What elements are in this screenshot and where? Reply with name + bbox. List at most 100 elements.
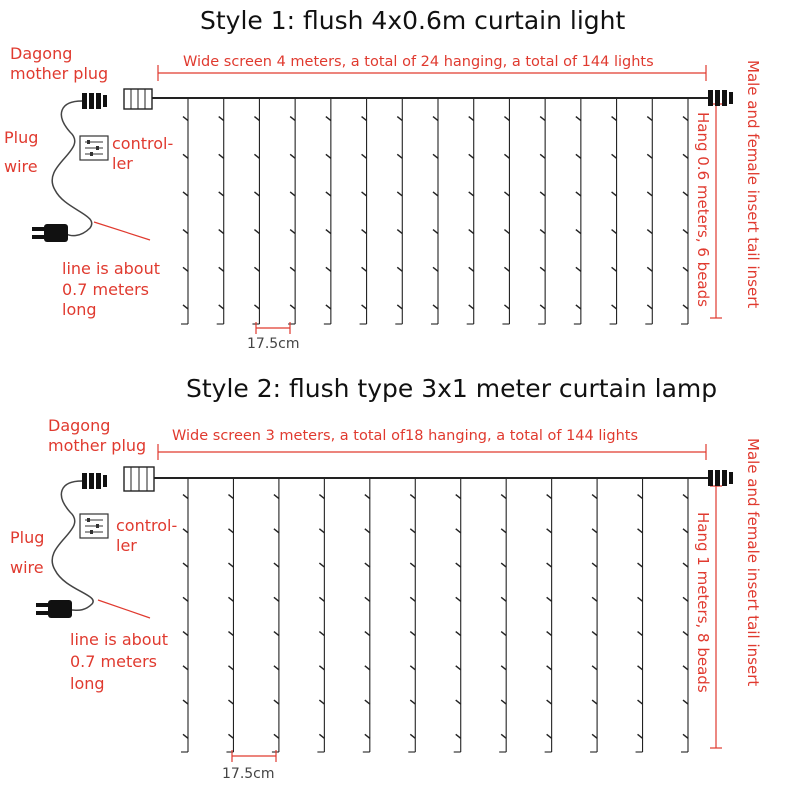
style1-bead (682, 191, 689, 197)
style2-bead (273, 699, 280, 705)
style2-bead (637, 596, 643, 602)
style1-bead (468, 304, 475, 310)
style1-bead (503, 116, 510, 122)
style2-bead (228, 528, 234, 534)
style2-width-label: Wide screen 3 meters, a total of18 hangi… (172, 428, 639, 444)
style1-bead (432, 304, 439, 310)
style2-bead (228, 631, 234, 637)
style1-bead (218, 191, 225, 197)
style1-bead (575, 266, 582, 272)
style1-bead (361, 229, 368, 235)
style1-bead (182, 266, 189, 272)
style2-bead (228, 733, 234, 739)
style1-bead (503, 229, 510, 235)
style2-bead (364, 631, 371, 637)
style1-bead (611, 266, 618, 272)
style2-bead (637, 562, 643, 568)
style2-bead (182, 494, 189, 500)
style1-width-label: Wide screen 4 meters, a total of 24 hang… (183, 54, 654, 70)
style1-bead (396, 191, 403, 197)
style1-bead (218, 266, 225, 272)
style1-bead (539, 191, 546, 197)
style2-bead (273, 528, 280, 534)
style2-line-pointer (97, 599, 151, 619)
style2-bead (682, 631, 689, 637)
style1-bead (361, 304, 368, 310)
style2-diagram (36, 444, 733, 762)
style1-plug-wire-label-1: Plug (4, 128, 39, 147)
style2-bead (682, 562, 689, 568)
style2-bead (546, 733, 553, 739)
style2-bead (546, 699, 553, 705)
style1-title: Style 1: flush 4x0.6m curtain light (200, 6, 626, 35)
style2-bead (182, 699, 189, 705)
style2-plug-wire-label-2: wire (10, 558, 44, 577)
style2-spacing-label: 17.5cm (222, 766, 275, 782)
style1-diagram (32, 65, 733, 334)
style2-bead (409, 665, 416, 671)
style1-bead (253, 153, 260, 159)
style1-tail-plug (708, 90, 733, 106)
style1-bead (289, 266, 296, 272)
style2-strands (181, 478, 689, 753)
style2-bead (682, 699, 689, 705)
style2-spacing-dimension (231, 750, 277, 762)
style1-bead (325, 116, 332, 122)
style1-bead (396, 229, 403, 235)
style1-bead (361, 191, 368, 197)
style1-bead (218, 116, 225, 122)
style1-bead (396, 153, 403, 159)
style2-bead (182, 631, 189, 637)
style2-end-cap (123, 466, 155, 492)
style2-line-label-3: long (70, 674, 105, 693)
style2-plug-wire (51, 480, 94, 611)
style2-bead (546, 631, 553, 637)
style2-bead (500, 528, 507, 534)
style1-controller-label-2: ler (112, 154, 133, 173)
style2-bead (364, 699, 371, 705)
style2-bead (546, 665, 553, 671)
style2-plug-wire-label-1: Plug (10, 528, 45, 547)
style1-bead (646, 116, 653, 122)
style1-bead (646, 191, 653, 197)
style1-bead (503, 153, 510, 159)
style2-bead (682, 494, 689, 500)
style2-bead (637, 494, 643, 500)
style2-title: Style 2: flush type 3x1 meter curtain la… (186, 374, 718, 403)
style2-bead (455, 528, 462, 534)
style2-bead (591, 494, 598, 500)
style1-bead (503, 304, 510, 310)
style1-plug-label-2: mother plug (10, 64, 109, 83)
style1-bead (468, 229, 475, 235)
style2-wall-plug (36, 600, 72, 618)
style2-bead (455, 733, 462, 739)
style1-bead (682, 153, 689, 159)
style2-bead (409, 631, 416, 637)
style1-bead (253, 116, 260, 122)
style1-bead (575, 191, 582, 197)
style1-bead (289, 116, 296, 122)
style1-controller-label-1: control- (112, 134, 174, 153)
style1-spacing-label: 17.5cm (247, 336, 300, 352)
style2-bead (182, 733, 189, 739)
style2-bead (546, 494, 553, 500)
style2-bead (409, 596, 416, 602)
style2-bead (682, 528, 689, 534)
style1-bead (646, 304, 653, 310)
style1-hang-label: Hang 0.6 meters, 6 beads (694, 112, 712, 307)
style2-bead (228, 665, 234, 671)
style2-bead (637, 665, 643, 671)
style1-controller (79, 135, 109, 161)
style2-bead (318, 596, 325, 602)
style1-bead (611, 304, 618, 310)
style2-bead (318, 631, 325, 637)
style2-bead (455, 596, 462, 602)
style1-bead (468, 116, 475, 122)
style1-bead (182, 191, 189, 197)
style1-bead (682, 304, 689, 310)
style1-bead (432, 191, 439, 197)
style2-bead (409, 494, 416, 500)
style1-plug-label-1: Dagong (10, 44, 73, 63)
style2-bead (637, 733, 643, 739)
style2-hang-label: Hang 1 meters, 8 beads (694, 512, 712, 693)
